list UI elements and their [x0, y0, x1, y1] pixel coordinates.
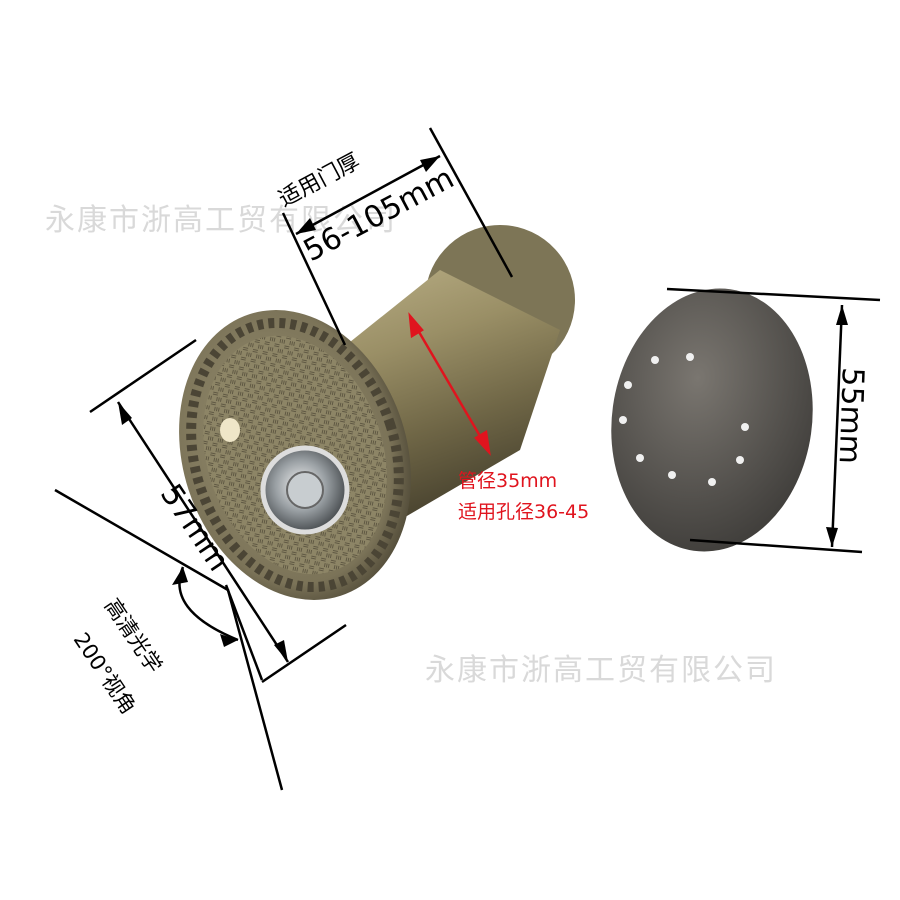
red-tube-arrow [408, 312, 491, 456]
cover-diameter-label: 55mm [831, 366, 870, 465]
dimension-lines [54, 127, 881, 791]
decorative-rim [186, 317, 404, 593]
indicator-button [220, 418, 240, 442]
cover-holes [619, 353, 749, 486]
hole-diameter-label: 适用孔径36-45 [458, 501, 590, 523]
watermark: 永康市浙高工贸有限公司 [45, 203, 397, 238]
watermark: 永康市浙高工贸有限公司 [425, 653, 777, 688]
arrowheads [118, 156, 848, 662]
tube-diameter-label: 管径35mm [458, 470, 558, 492]
cover-disc [611, 288, 813, 552]
